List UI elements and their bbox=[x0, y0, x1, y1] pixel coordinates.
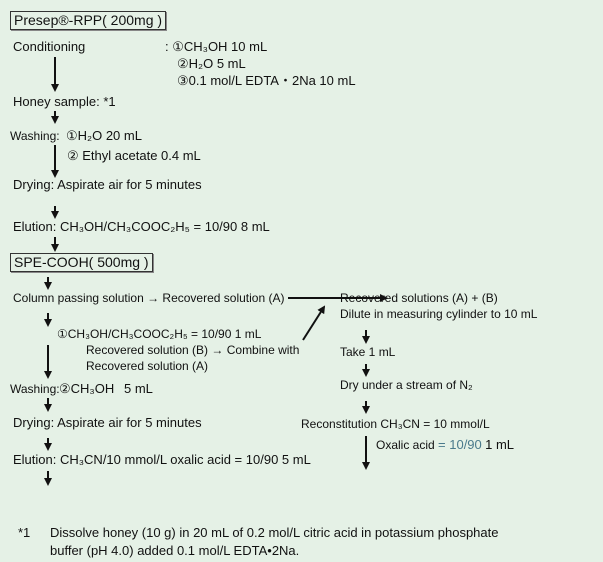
reconstitution-step: Reconstitution CH₃CN = 10 mmol/L bbox=[301, 417, 490, 431]
conditioning-step-3: ③0.1 mol/L EDTA・2Na 10 mL bbox=[177, 73, 356, 88]
drying-step-2: Drying: Aspirate air for 5 minutes bbox=[13, 415, 202, 430]
washing-label: Washing: bbox=[10, 129, 60, 143]
conditioning-step-2: ②H₂O 5 mL bbox=[177, 56, 246, 71]
conditioning-label: Conditioning bbox=[13, 39, 86, 54]
oxalic-acid-line: Oxalic acid = 10/90 1 mL bbox=[376, 437, 514, 453]
footnote-line-1: Dissolve honey (10 g) in 20 mL of 0.2 mo… bbox=[50, 525, 499, 540]
washing-volume: 5 mL bbox=[124, 381, 153, 396]
column-passing-step: Column passing solution → Recovered solu… bbox=[13, 291, 285, 305]
elution-step: Elution: CH₃OH/CH₃COOC₂H₅ = 10/90 8 mL bbox=[13, 219, 270, 234]
dry-step: Dry under a stream of N₂ bbox=[340, 378, 473, 392]
elution-step-2: Elution: CH₃CN/10 mmol/L oxalic acid = 1… bbox=[13, 452, 311, 467]
elution-step-1: ①CH₃OH/CH₃COOC₂H₅ = 10/90 1 mL bbox=[57, 327, 262, 341]
washing-step-2b: ②CH₃OH bbox=[59, 381, 115, 396]
oxalic-ratio: = 10/90 bbox=[438, 437, 482, 452]
presep-rpp-box: Presep®-RPP( 200mg ) bbox=[10, 11, 167, 30]
drying-step: Drying: Aspirate air for 5 minutes bbox=[13, 177, 202, 192]
washing-step-1: ①H₂O 20 mL bbox=[66, 128, 142, 143]
take-step: Take 1 mL bbox=[340, 345, 396, 359]
washing-label-2: Washing: bbox=[10, 382, 60, 396]
footnote-marker: *1 bbox=[18, 525, 31, 540]
spe-cooh-box: SPE-COOH( 500mg ) bbox=[10, 253, 153, 272]
washing-step-2: ② Ethyl acetate 0.4 mL bbox=[67, 148, 201, 163]
footnote-line-2: buffer (pH 4.0) added 0.1 mol/L EDTA•2Na… bbox=[50, 543, 300, 558]
combined-solutions: Recovered solutions (A) + (B) bbox=[340, 291, 498, 305]
arrow-diagonal bbox=[302, 305, 326, 341]
dilute-step: Dilute in measuring cylinder to 10 mL bbox=[340, 307, 538, 321]
oxalic-volume: 1 mL bbox=[485, 437, 515, 452]
conditioning-step-1: : ①CH₃OH 10 mL bbox=[165, 39, 268, 54]
step1-note-1: Recovered solution (B) → Combine with bbox=[86, 343, 300, 357]
oxalic-label: Oxalic acid bbox=[376, 438, 435, 452]
honey-sample-label: Honey sample: *1 bbox=[13, 94, 116, 109]
step1-note-2: Recovered solution (A) bbox=[86, 359, 209, 373]
